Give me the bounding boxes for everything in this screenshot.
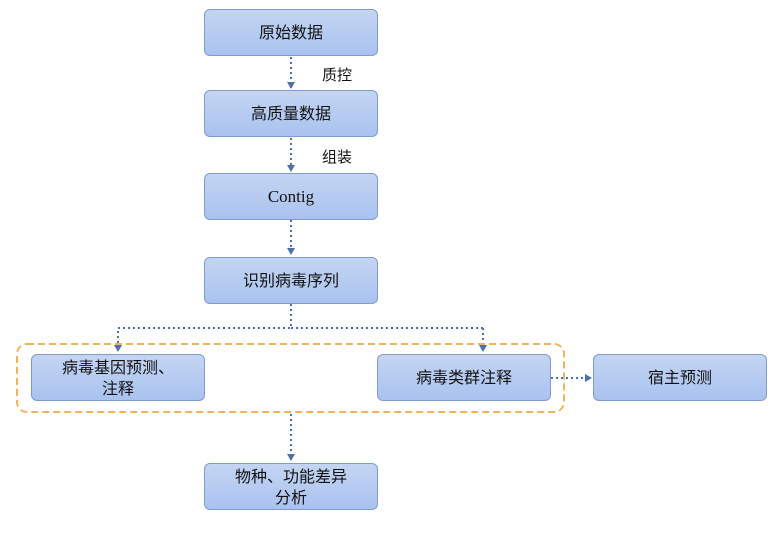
edge-label-assembly: 组装 — [322, 148, 353, 166]
node-contig: Contig — [204, 173, 378, 220]
node-host-prediction: 宿主预测 — [593, 354, 767, 401]
node-viral-gene-prediction: 病毒基因预测、 注释 — [31, 354, 205, 401]
edge-identify-split — [114, 304, 292, 352]
edge-label-qc: 质控 — [322, 66, 353, 84]
node-hq-data: 高质量数据 — [204, 90, 378, 137]
annotation-group-outline — [16, 343, 565, 413]
node-raw-data: 原始数据 — [204, 9, 378, 56]
node-identify-viral-seq: 识别病毒序列 — [204, 257, 378, 304]
node-species-function-diff: 物种、功能差异 分析 — [204, 463, 378, 510]
node-viral-cluster-annotation: 病毒类群注释 — [377, 354, 551, 401]
